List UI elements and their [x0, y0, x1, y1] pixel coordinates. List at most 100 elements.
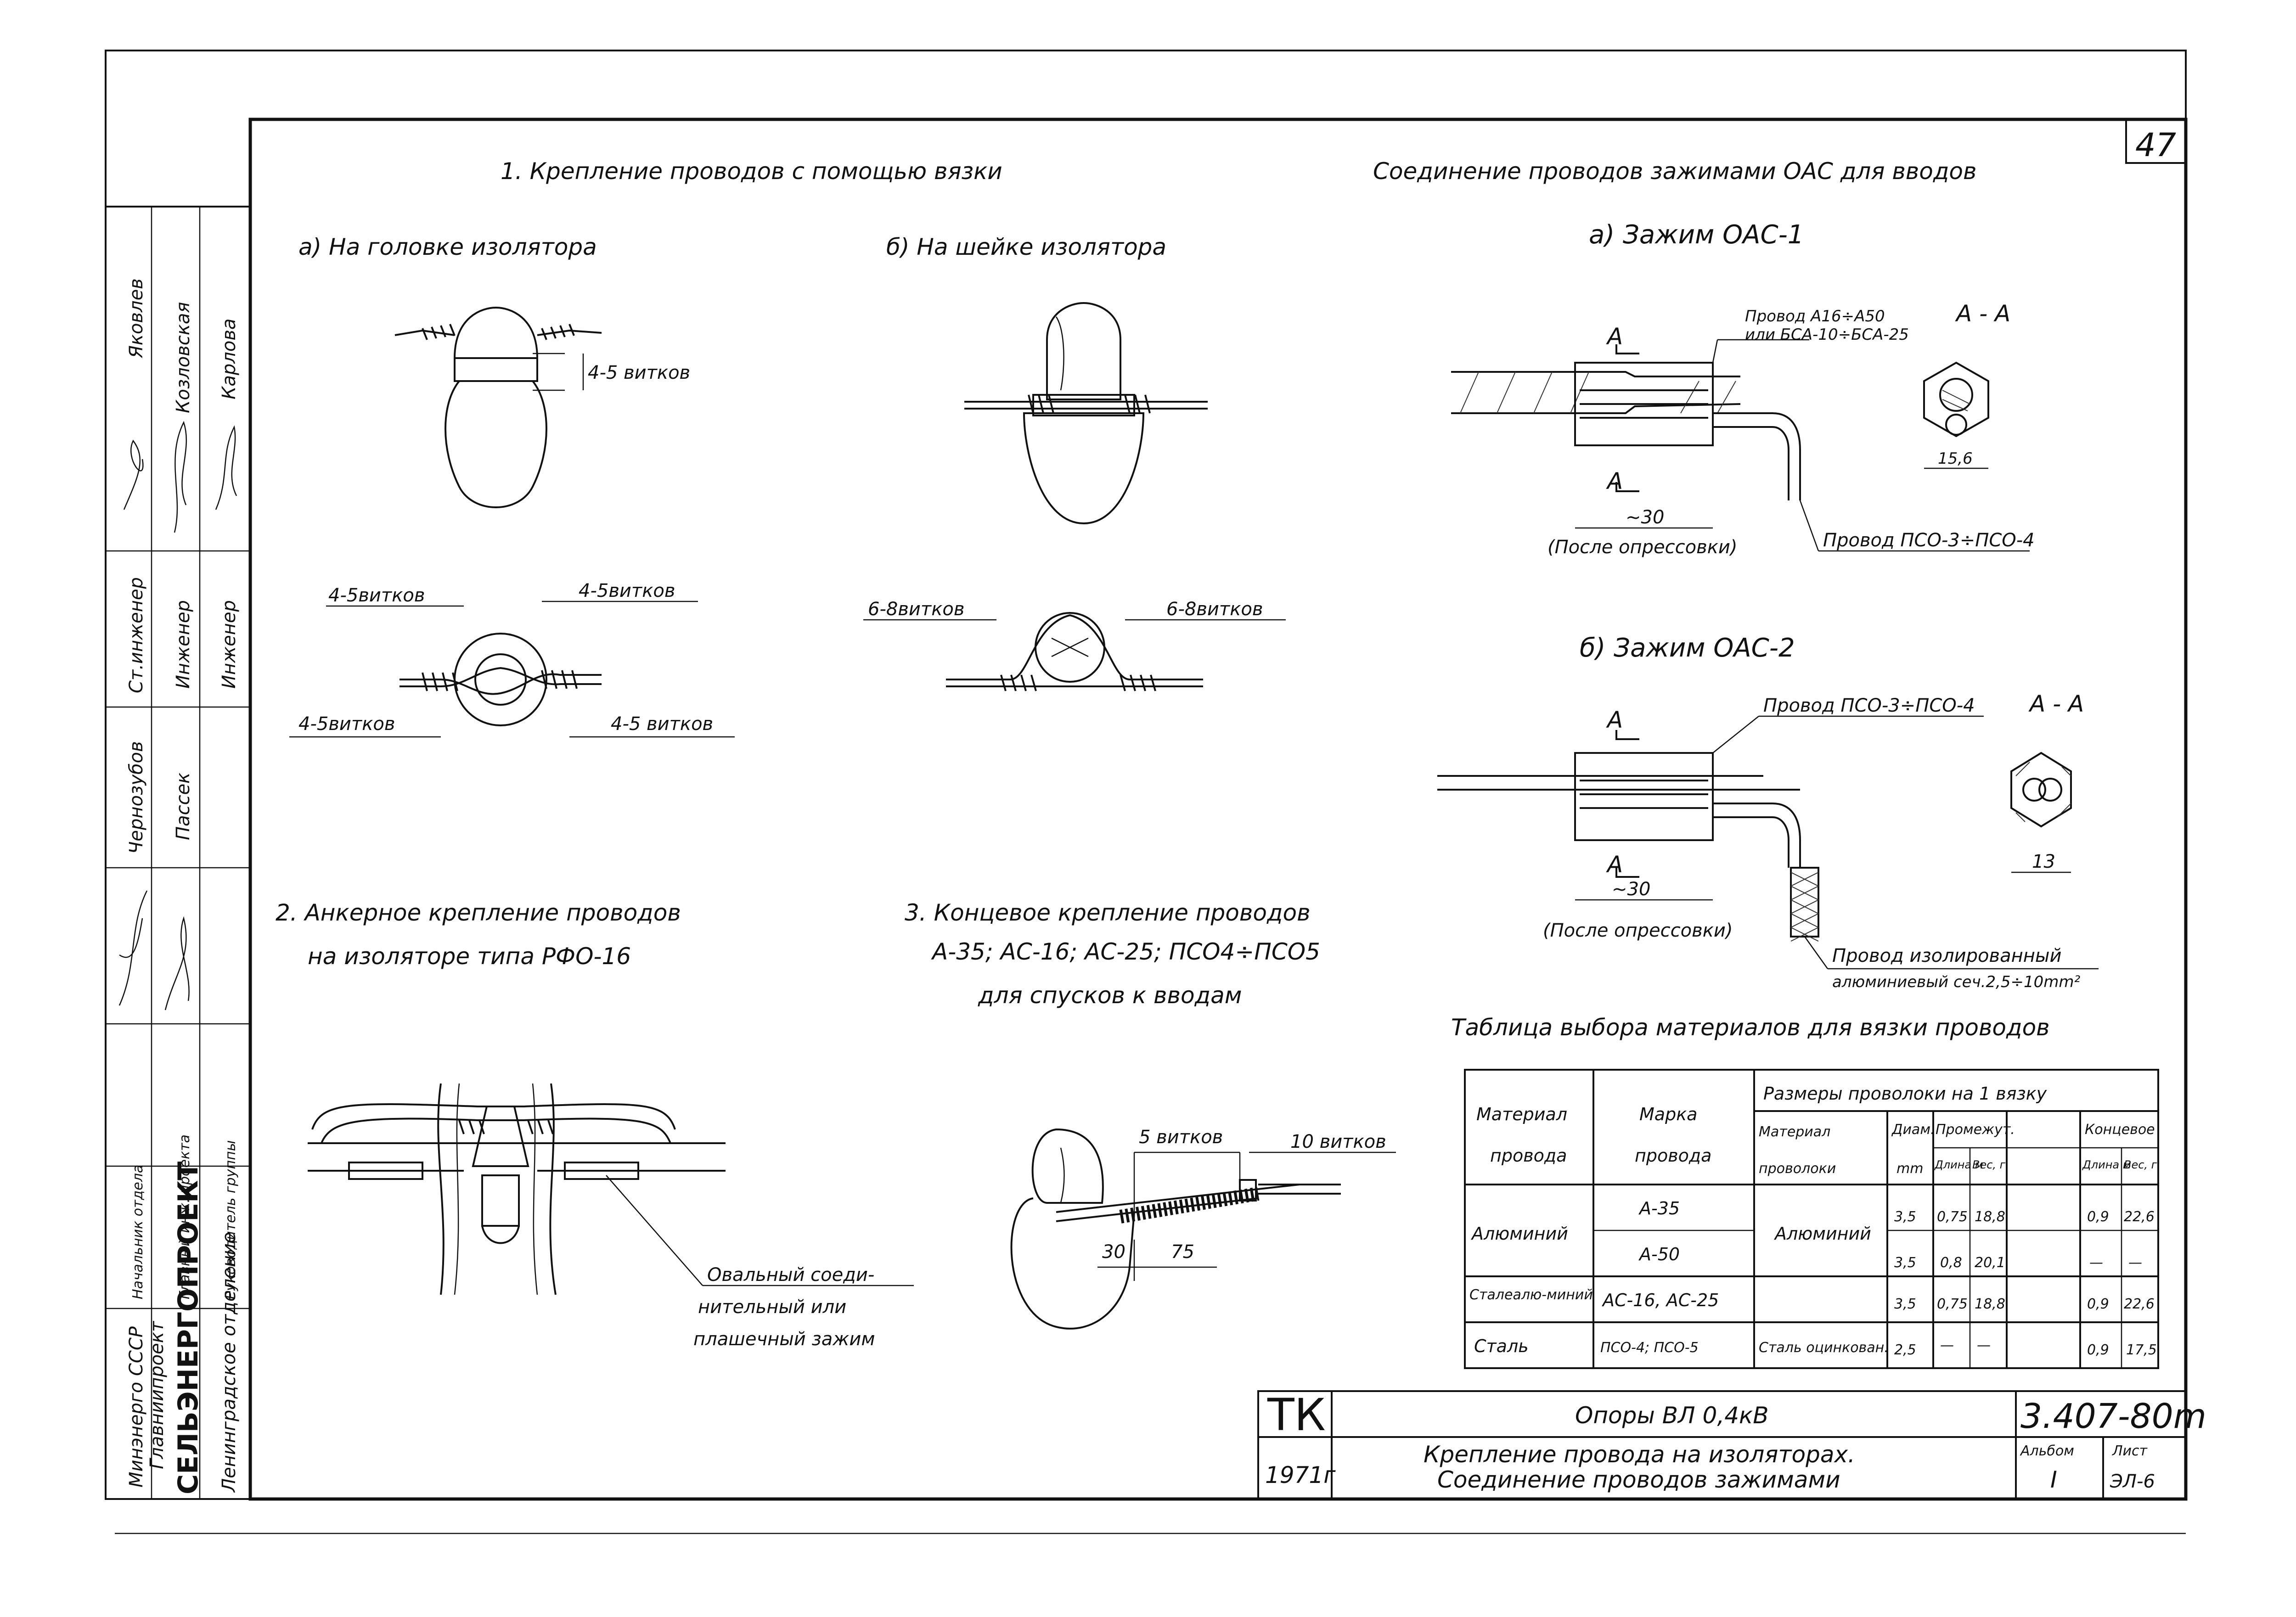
sec-aa-1: А - А	[1955, 300, 2010, 327]
signature-3	[215, 425, 237, 510]
title-1a: а) На головке изолятора	[298, 234, 597, 260]
th-group: Размеры проволоки на 1 вязку	[1763, 1084, 2047, 1104]
td-r1-l2: 0,9	[2087, 1209, 2109, 1225]
wire-ins-line1: Провод изолированный	[1832, 945, 2062, 966]
dim-15-6: 15,6	[1938, 449, 1973, 468]
side-name-5: Пассек	[173, 773, 194, 840]
approx-30-2: ~30	[1612, 879, 1650, 900]
wire-ins-line2: алюминиевый сеч.2,5÷10mm²	[1832, 973, 2081, 991]
td-r4-w2: 17,5	[2126, 1342, 2157, 1358]
sec-a-4: А	[1606, 851, 1623, 878]
td-r3-w2: 22,6	[2124, 1296, 2155, 1312]
after-press-1: (После опрессовки)	[1548, 537, 1737, 558]
sheet-number-box	[2125, 118, 2187, 164]
outer-border	[105, 50, 2187, 1500]
label-oval-clamp-3: плашечный зажим	[693, 1329, 875, 1350]
signature-2	[174, 421, 187, 533]
label-4-5-turns-3: 4-5витков	[579, 580, 675, 601]
side-role-2: Главный инж. проекта	[177, 1134, 193, 1299]
th-end: Концевое	[2085, 1122, 2155, 1138]
label-6-8-turns-2: 6-8витков	[1166, 599, 1263, 620]
insulator-neck-top	[863, 612, 1286, 691]
side-role-6: Инженер	[219, 600, 240, 689]
td-r2-l2: —	[2089, 1255, 2103, 1271]
title-1: 1. Крепление проводов с помощью вязки	[501, 158, 1002, 185]
label-4-5-turns-5: 4-5 витков	[611, 713, 713, 735]
th-interm: Промежут.	[1936, 1122, 2015, 1138]
signature-4	[118, 890, 148, 1006]
title-2-line1: 2. Анкерное крепление проводов	[276, 899, 681, 926]
th-interm-l: Длина м	[1934, 1158, 1983, 1171]
sec-a-2: А	[1606, 468, 1623, 494]
label-10-turns: 10 витков	[1290, 1131, 1386, 1152]
clamp-oas1	[1451, 339, 2030, 552]
th-interm-w: Вес, г	[1972, 1158, 2006, 1171]
th-wire-2: проволоки	[1759, 1161, 1836, 1177]
clamp-oas2	[1437, 715, 2099, 970]
th-mark-1: Марка	[1639, 1104, 1697, 1124]
side-org-4: Ленинградское отделение	[219, 1232, 240, 1493]
td-r3-material: Сталеалю-миний	[1469, 1287, 1593, 1303]
side-name-2: Козловская	[173, 302, 194, 413]
side-org-1: Минэнерго СССР	[126, 1326, 147, 1488]
title-1b: б) На шейке изолятора	[886, 234, 1166, 260]
insulator-head-top	[289, 601, 735, 738]
wire-pso-1: Провод ПСО-3÷ПСО-4	[1823, 530, 2035, 551]
title-3-line2: А-35; АС-16; АС-25; ПСО4÷ПСО5	[931, 938, 1320, 965]
stamp-sheet: ЭЛ-6	[2110, 1471, 2155, 1492]
signature-5	[164, 916, 190, 1011]
sheet-number: 47	[2135, 126, 2176, 164]
sec-a-1: А	[1606, 323, 1623, 350]
stamp-year: 1971г	[1265, 1462, 1336, 1488]
title-r: Соединение проводов зажимами ОАС для вво…	[1373, 158, 1976, 185]
side-role-3: Руководитель группы	[223, 1140, 239, 1299]
td-r1-l1: 0,75	[1937, 1209, 1968, 1225]
td-r4-material: Сталь	[1474, 1336, 1529, 1356]
label-4-5-turns-4: 4-5витков	[298, 713, 395, 735]
side-name-1: Яковлев	[126, 278, 147, 359]
side-role-1: Начальник отдела	[130, 1165, 146, 1299]
stamp-sheet-label: Лист	[2112, 1443, 2148, 1459]
label-6-8-turns-1: 6-8витков	[868, 599, 964, 620]
wire-a-line1: Провод А16÷А50	[1745, 307, 1885, 326]
side-name-3: Карлова	[219, 319, 240, 399]
td-r4-l2: 0,9	[2087, 1342, 2109, 1358]
title-ra: а) Зажим ОАС-1	[1589, 220, 1804, 250]
dim-13: 13	[2032, 851, 2055, 872]
td-r2-d: 3,5	[1894, 1255, 1916, 1271]
th-end-w: Вес, г	[2124, 1158, 2157, 1171]
title-2-line2: на изоляторе типа РФО-16	[308, 943, 631, 970]
label-5-turns: 5 витков	[1139, 1127, 1223, 1148]
td-r4-w1: —	[1977, 1337, 1991, 1353]
after-press-2: (После опрессовки)	[1543, 920, 1733, 941]
title-3-line1: 3. Концевое крепление проводов	[905, 899, 1311, 926]
title-block	[1257, 1390, 2187, 1500]
stamp-album: I	[2050, 1466, 2057, 1493]
td-r2-mark: А-50	[1638, 1244, 1680, 1264]
td-r3-w1: 18,8	[1975, 1296, 2005, 1312]
th-end-l: Длина м	[2082, 1158, 2131, 1171]
stamp-title: Опоры ВЛ 0,4кВ	[1575, 1402, 1769, 1429]
td-r2-w1: 20,1	[1975, 1255, 2005, 1271]
sec-a-3: А	[1606, 707, 1623, 733]
side-org-2: Главниипроект	[146, 1320, 168, 1469]
side-name-4: Чернозубов	[126, 741, 147, 854]
insulator-neck-side	[964, 302, 1208, 525]
stamp-desc-2: Соединение проводов зажимами	[1437, 1466, 1840, 1493]
side-role-5: Инженер	[173, 600, 194, 689]
td-r3-mark: АС-16, АС-25	[1601, 1290, 1719, 1310]
td-r4-d: 2,5	[1894, 1342, 1916, 1358]
th-material-1: Материал	[1476, 1104, 1567, 1124]
side-stamp: Яковлев Козловская Карлова Ст.инженер Ин…	[105, 206, 251, 1500]
approx-30-1: ~30	[1626, 507, 1664, 528]
side-role-4: Ст.инженер	[126, 577, 147, 693]
side-org-3: СЕЛЬЭНЕРГОПРОЕКТ	[172, 1162, 204, 1494]
title-rb: б) Зажим ОАС-2	[1580, 633, 1795, 663]
td-r4-l1: —	[1940, 1337, 1954, 1353]
td-r3-l2: 0,9	[2087, 1296, 2109, 1312]
stamp-desc-1: Крепление провода на изоляторах.	[1424, 1441, 1855, 1468]
dim-75: 75	[1171, 1241, 1194, 1263]
td-r1-wire: Алюминий	[1773, 1224, 1871, 1244]
table-title: Таблица выбора материалов для вязки пров…	[1451, 1014, 2050, 1041]
